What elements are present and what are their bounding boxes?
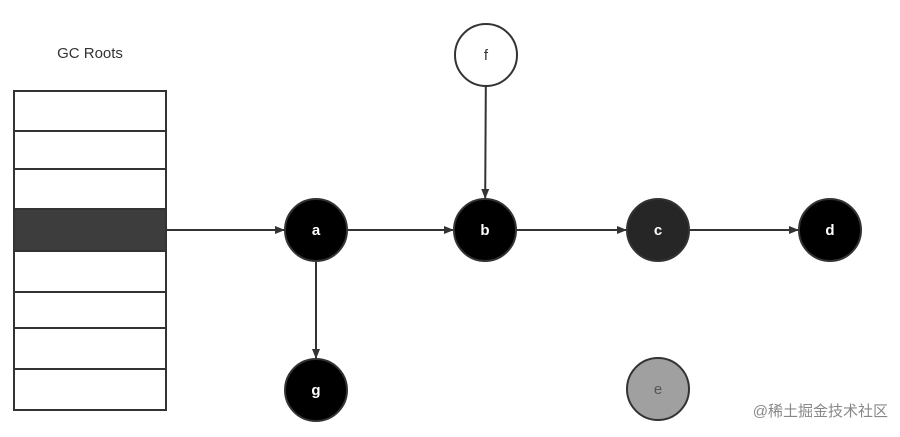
node-a: a xyxy=(284,198,348,262)
node-d-circle xyxy=(798,198,862,262)
node-a-label: a xyxy=(312,222,321,239)
node-a-circle xyxy=(284,198,348,262)
gc-root-slot xyxy=(13,130,167,170)
edge-f-to-b xyxy=(481,85,490,200)
gc-root-slot xyxy=(13,90,167,132)
node-e-label: e xyxy=(654,381,662,398)
node-e: e xyxy=(626,357,690,421)
reference-edges xyxy=(166,85,799,359)
node-b-circle xyxy=(453,198,517,262)
node-c-label: c xyxy=(654,222,662,239)
node-g: g xyxy=(284,358,348,422)
node-c: c xyxy=(626,198,690,262)
gc-root-slot xyxy=(13,250,167,293)
node-f-label: f xyxy=(484,47,489,64)
node-d-label: d xyxy=(825,222,834,239)
node-g-circle xyxy=(284,358,348,422)
gc-root-slot xyxy=(13,327,167,370)
node-d: d xyxy=(798,198,862,262)
node-e-circle xyxy=(626,357,690,421)
node-c-circle xyxy=(626,198,690,262)
watermark: @稀土掘金技术社区 xyxy=(752,403,888,420)
gc-root-slot-active xyxy=(13,208,167,252)
gc-roots-stack xyxy=(13,90,167,411)
node-g-label: g xyxy=(311,382,320,399)
node-f: f xyxy=(454,23,518,87)
gc-root-slot xyxy=(13,368,167,411)
node-f-circle xyxy=(454,23,518,87)
object-nodes: a b c d f g e xyxy=(284,23,862,422)
node-b-label: b xyxy=(480,222,489,239)
gc-root-slot xyxy=(13,168,167,210)
gc-roots-title: GC Roots xyxy=(57,45,123,62)
gc-root-slot xyxy=(13,291,167,329)
node-b: b xyxy=(453,198,517,262)
